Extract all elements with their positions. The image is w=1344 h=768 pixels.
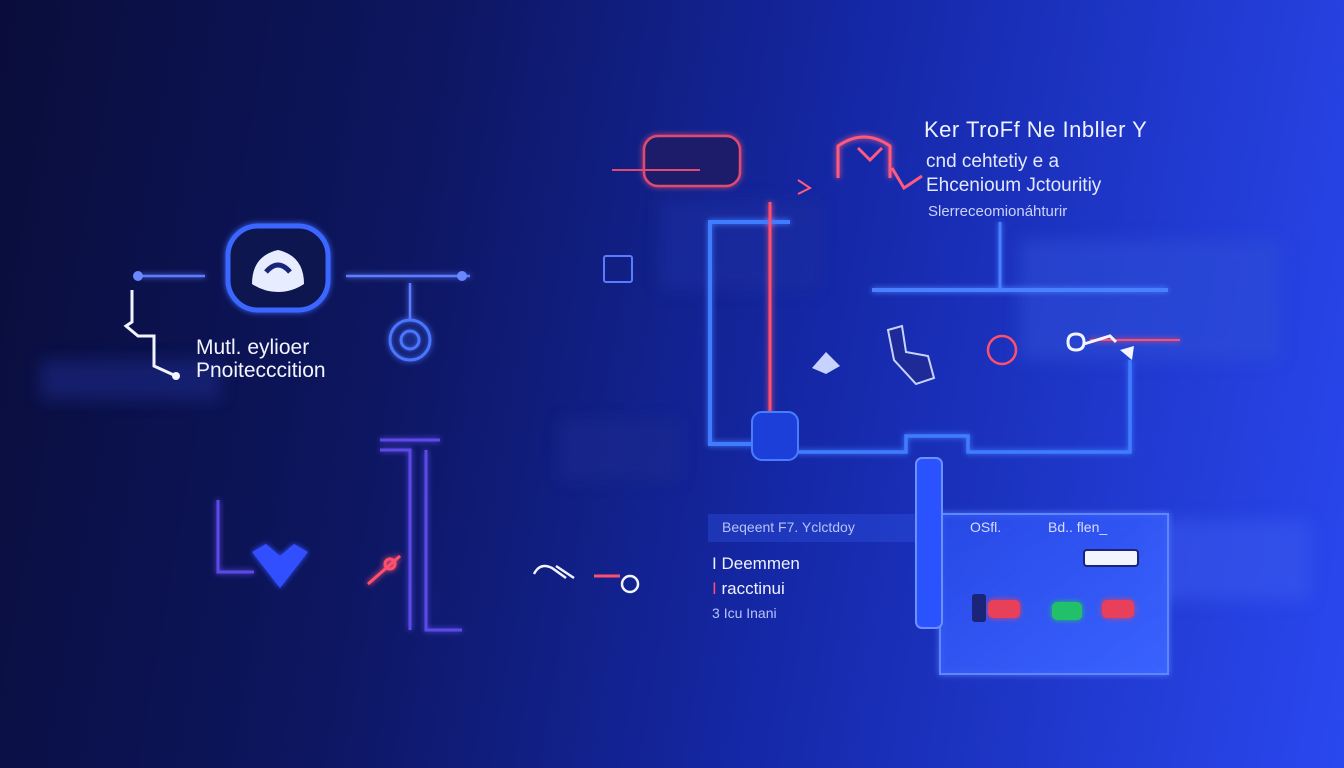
heart-shield-icon [252,544,308,588]
header-subtitle-1: cnd cehtetiy e a [926,151,1060,172]
target-icon [388,318,432,362]
gauge-icon [836,135,892,178]
bottom-link-icons [532,564,640,594]
shield-label-line1: Mutl. eylioer [196,336,310,359]
panel-title: Beqeent F7. Yclctdoy [722,519,855,535]
list-item-label: racctinui [721,579,785,598]
list-item-marker: 3 [712,605,720,621]
background-haze [40,200,1310,600]
device-icon [886,324,936,386]
status-red-button[interactable] [988,600,1020,618]
list-item: I racctinui [712,579,785,599]
status-panel [708,457,1169,675]
list-item-label: Deemmen [721,554,800,573]
node-dot [457,271,467,281]
cable-icon [123,290,177,378]
user-icon [986,334,1018,366]
status-green-button[interactable] [1052,602,1082,620]
header-caption: Slerreceomionáhturir [928,203,1068,220]
panel-backdrop [708,514,916,542]
left-connectors [140,274,470,320]
header-title: Ker TroFf Ne Inbller Y [924,117,1148,142]
list-item: 3 Icu Inani [712,605,777,621]
pin-icon [1120,346,1134,360]
link-chain-icon [532,564,575,580]
list-item-marker: I [712,554,717,573]
panel-icon [972,594,986,622]
shield-label: Mutl. eylioer Pnoitecccition [196,336,326,382]
shield-lock-icon [252,250,304,292]
panel-column-2: Bd.. flen_ [1048,519,1108,535]
panel-bar [915,457,943,629]
wrench-icon [367,554,401,586]
panel-column-1: OSfl. [970,519,1002,535]
shield-label-line2: Pnoitecccition [196,359,326,383]
header-subtitle-2: Ehcenioum Jctouritiy [926,175,1102,196]
node-dot [133,271,143,281]
lower-left-bracket [216,438,462,632]
gear-icon [620,574,640,594]
status-red-button-2[interactable] [1102,600,1134,618]
list-item-label: Icu Inani [723,605,777,621]
junction-box [751,411,799,461]
server-node [642,134,742,188]
list-item-marker: I [712,579,717,598]
link-icon [812,352,840,374]
shield-node [225,223,331,313]
progress-bar [1083,549,1139,567]
panel-card [939,513,1169,675]
mid-row-icons [812,324,1134,386]
key-icon [1066,332,1118,352]
connector-node [603,255,633,283]
list-item: I Deemmen [712,554,800,574]
